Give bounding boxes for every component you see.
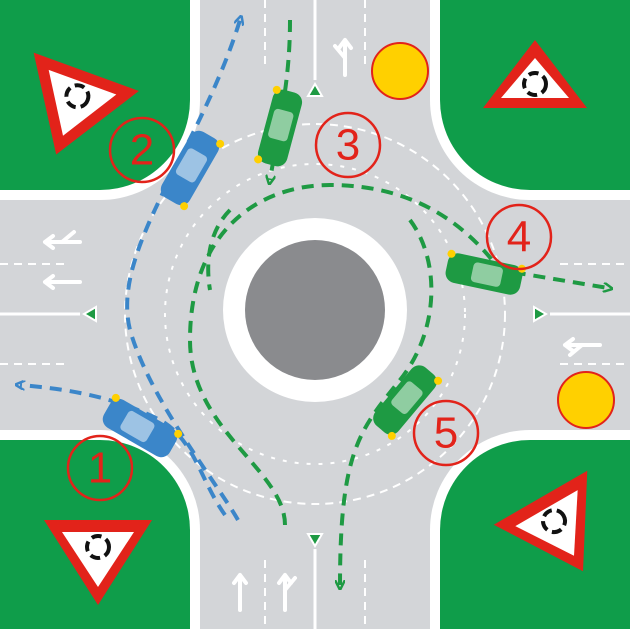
roundabout-sign-icon [44, 520, 152, 605]
label-circle-5: 5 [412, 399, 480, 467]
yellow-beacon-icon [371, 42, 429, 100]
route-4 [187, 182, 608, 526]
route-3-continuation [206, 208, 232, 291]
yield-markers [82, 82, 548, 548]
route-2 [125, 20, 240, 521]
label-3: 3 [336, 121, 360, 170]
label-circle-4: 4 [485, 203, 553, 271]
car-3 [254, 85, 303, 167]
label-circle-2: 2 [108, 116, 176, 184]
central-island [245, 240, 385, 380]
roundabout-sign-icon [33, 52, 139, 155]
lane-arrows [43, 38, 602, 612]
car-5 [373, 365, 443, 440]
yellow-beacon-icon [557, 371, 615, 429]
roundabout-sign-icon [493, 470, 588, 572]
car-1 [102, 393, 183, 458]
label-5: 5 [434, 409, 458, 458]
label-4: 4 [507, 213, 531, 262]
route-5 [340, 218, 434, 585]
car-2 [160, 130, 225, 211]
label-1: 1 [88, 444, 112, 493]
label-2: 2 [130, 126, 154, 175]
roundabout-sign-icon [483, 40, 587, 108]
blue-routes [20, 20, 240, 521]
label-circle-1: 1 [66, 434, 134, 502]
label-circle-3: 3 [314, 111, 382, 179]
